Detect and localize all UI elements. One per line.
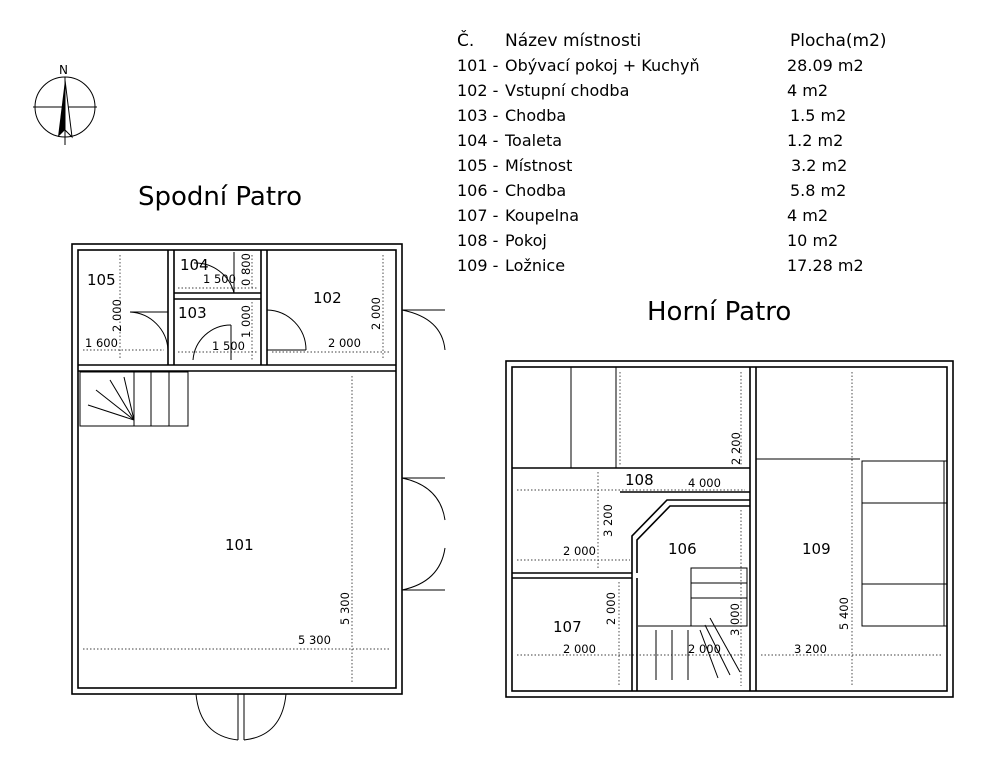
upper-floor-plan: 108 106 107 109 2 200 4 000 3 200 2 000 …: [505, 360, 954, 698]
dim-103-height: 1 000: [239, 305, 253, 338]
dim-109-height: 5 400: [837, 597, 851, 630]
legend-row-area: 28.09 m2: [787, 56, 864, 75]
legend-row-name: Vstupní chodba: [505, 81, 629, 100]
dim-108-width-lower: 2 000: [563, 544, 596, 558]
room-legend: Č. Název místnosti Plocha(m2) 101 - Obýv…: [457, 29, 887, 275]
room-label-106: 106: [668, 540, 697, 558]
room-label-101: 101: [225, 536, 254, 554]
dim-107-width: 2 000: [563, 642, 596, 656]
legend-row-name: Toaleta: [504, 131, 562, 150]
dim-104-width: 1 500: [203, 272, 236, 286]
legend-row-area: 3.2 m2: [791, 156, 847, 175]
dim-101-height: 5 300: [338, 592, 352, 625]
dim-101-width: 5 300: [298, 633, 331, 647]
lower-floor-title: Spodní Patro: [138, 182, 302, 212]
legend-row-name: Chodba: [505, 106, 566, 125]
legend-row-code: 108 -: [457, 231, 498, 250]
legend-row-code: 109 -: [457, 256, 498, 275]
legend-row-area: 5.8 m2: [790, 181, 846, 200]
room-label-103: 103: [178, 304, 207, 322]
room-label-102: 102: [313, 289, 342, 307]
legend-row-area: 4 m2: [787, 206, 828, 225]
legend-row-area: 1.2 m2: [787, 131, 843, 150]
legend-row-area: 4 m2: [787, 81, 828, 100]
dim-109-width: 3 200: [794, 642, 827, 656]
dim-102-height: 2 000: [369, 297, 383, 330]
lower-floor-plan: 105 104 103 102 101 2 000 1 600 1 500 0 …: [71, 243, 446, 741]
legend-row-area: 10 m2: [787, 231, 838, 250]
dim-106-width: 2 000: [688, 642, 721, 656]
legend-header-area: Plocha(m2): [790, 31, 887, 51]
dim-105-height: 2 000: [110, 299, 124, 332]
upper-floor-title: Horní Patro: [647, 297, 791, 327]
legend-row-code: 105 -: [457, 156, 498, 175]
legend-row-area: 1.5 m2: [790, 106, 846, 125]
legend-row-name: Místnost: [505, 156, 572, 175]
legend-row-code: 106 -: [457, 181, 498, 200]
dim-105-width: 1 600: [85, 336, 118, 350]
dim-103-width: 1 500: [212, 339, 245, 353]
legend-row-name: Ložnice: [505, 256, 565, 275]
dim-107-height: 2 000: [604, 592, 618, 625]
room-label-105: 105: [87, 271, 116, 289]
dim-102-width: 2 000: [328, 336, 361, 350]
legend-row-area: 17.28 m2: [787, 256, 864, 275]
legend-row-code: 102 -: [457, 81, 498, 100]
dim-106-height: 3 000: [728, 603, 742, 636]
legend-row-name: Koupelna: [505, 206, 579, 225]
legend-header-number: Č.: [457, 29, 474, 51]
compass-north-label: N: [59, 63, 68, 77]
room-label-107: 107: [553, 618, 582, 636]
dim-108-top-height: 2 200: [729, 432, 743, 465]
dim-104-height: 0 800: [239, 253, 253, 286]
legend-row-name: Obývací pokoj + Kuchyň: [505, 56, 700, 75]
dim-108-width: 4 000: [688, 476, 721, 490]
legend-row-name: Pokoj: [505, 231, 547, 250]
legend-row-code: 104 -: [457, 131, 498, 150]
legend-row-code: 107 -: [457, 206, 498, 225]
legend-row-code: 101 -: [457, 56, 498, 75]
legend-row-name: Chodba: [505, 181, 566, 200]
north-arrow-icon: N: [33, 63, 97, 145]
room-label-109: 109: [802, 540, 831, 558]
room-label-108: 108: [625, 471, 654, 489]
legend-header-name: Název místnosti: [505, 31, 641, 51]
dim-108-height: 3 200: [601, 504, 615, 537]
room-label-104: 104: [180, 256, 209, 274]
legend-row-code: 103 -: [457, 106, 498, 125]
